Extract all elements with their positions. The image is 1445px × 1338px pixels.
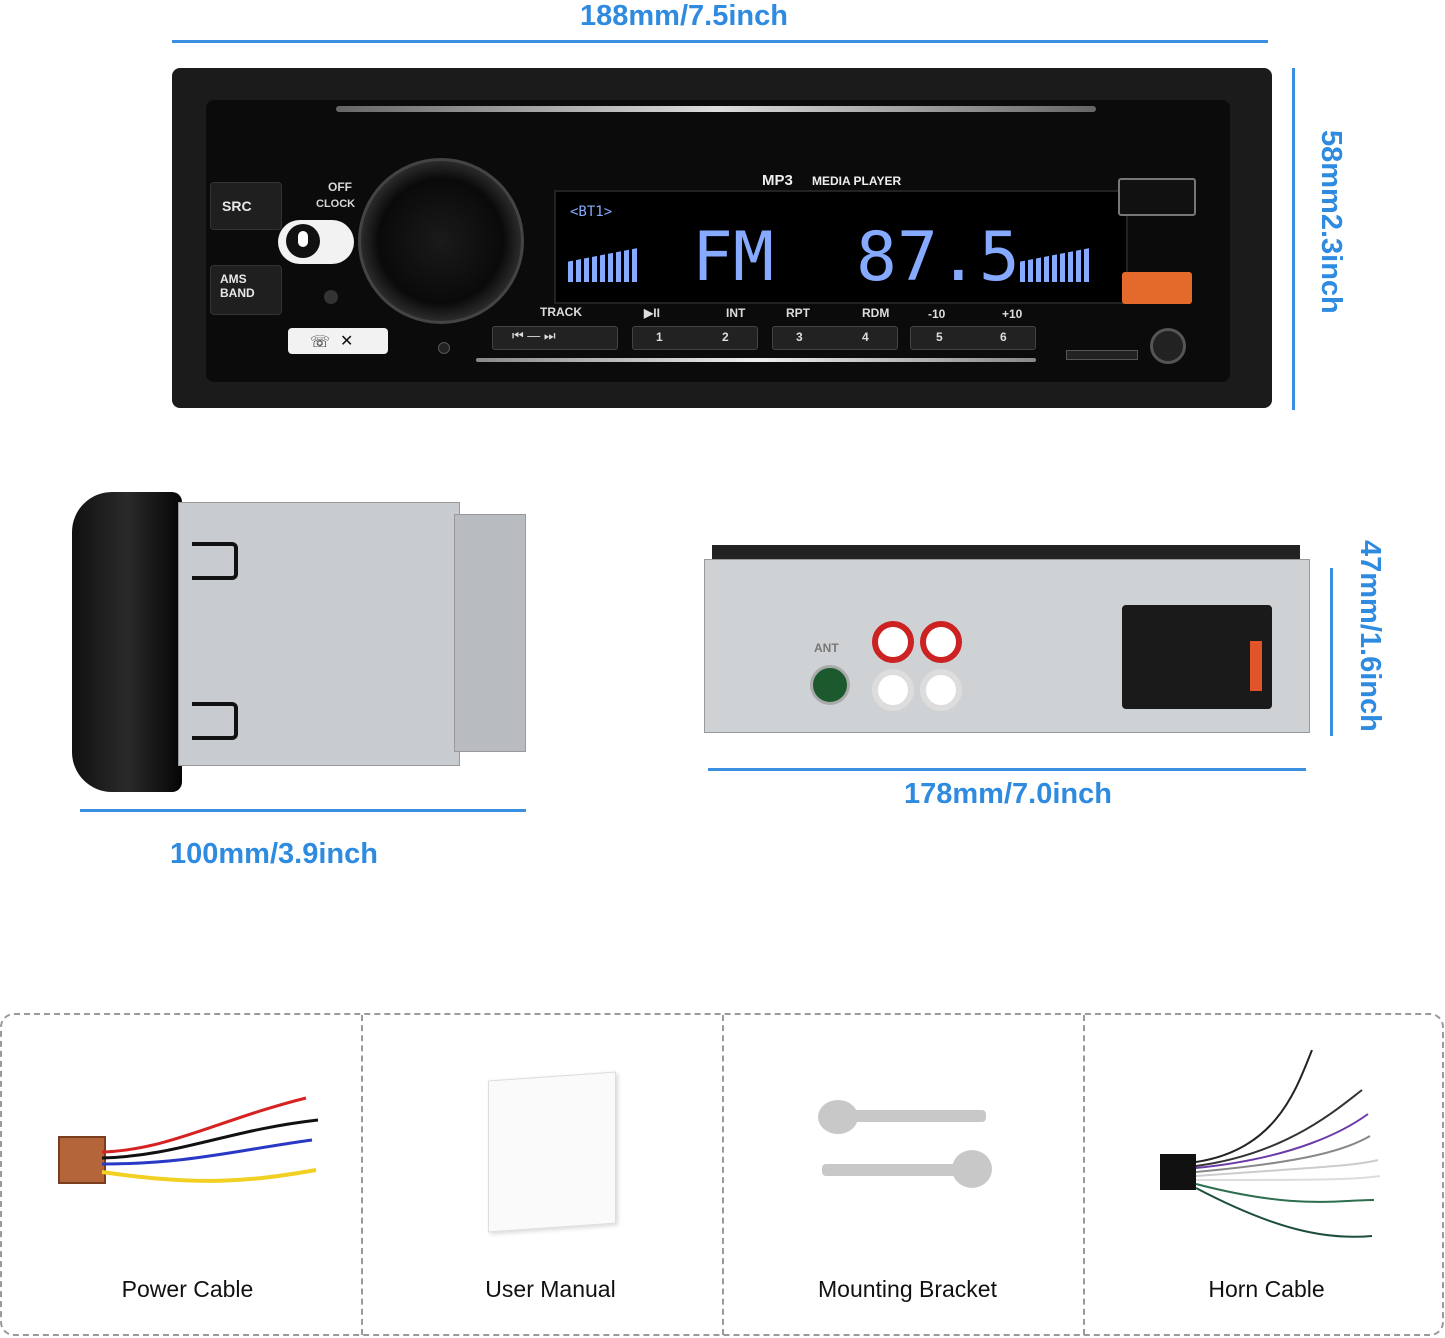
left-eq-bars <box>568 248 638 282</box>
bt-indicator: <BT1> <box>570 204 613 220</box>
sd-card-slot[interactable] <box>1066 350 1138 360</box>
media-player-label: MEDIA PLAYER <box>812 174 902 188</box>
preset-3-label: 3 <box>796 330 803 344</box>
horn-cable-label: Horn Cable <box>1208 1276 1325 1302</box>
preset-1-label: 1 <box>656 330 663 344</box>
rear-top-edge <box>712 545 1300 559</box>
side-slot-upper <box>192 542 238 580</box>
preset-2-label: 2 <box>722 330 729 344</box>
antenna-label: ANT <box>814 641 839 655</box>
preset-5-6-button[interactable] <box>910 326 1036 350</box>
rca-red-left <box>872 621 914 663</box>
prev-next-icon: ⏮ — ⏭ <box>512 328 556 343</box>
track-label: TRACK <box>540 305 582 319</box>
radio-faceplate: SRC AMS BAND OFF CLOCK ☏ ✕ MP3 MEDIA PLA… <box>206 100 1230 382</box>
ams-band-button[interactable] <box>210 265 282 315</box>
rca-red-right <box>920 621 962 663</box>
antenna-jack <box>810 665 850 705</box>
phone-icon: ☏ <box>310 334 331 351</box>
rpt-label: RPT <box>786 306 810 320</box>
power-cable-label: Power Cable <box>121 1276 254 1302</box>
rear-width-line <box>708 768 1306 771</box>
volume-knob[interactable] <box>358 158 524 324</box>
side-metal-cage <box>178 502 460 766</box>
usb-quick-charge-port[interactable] <box>1122 272 1192 304</box>
plus-10-label: +10 <box>1002 307 1023 321</box>
usb-port[interactable] <box>1118 178 1196 216</box>
radio-front-panel: SRC AMS BAND OFF CLOCK ☏ ✕ MP3 MEDIA PLA… <box>172 68 1272 408</box>
mounting-bracket-top <box>818 1100 986 1134</box>
off-label: OFF <box>328 180 352 194</box>
rear-height-line <box>1330 568 1333 736</box>
ams-label: AMS <box>220 272 247 286</box>
accessory-divider-1 <box>361 1015 363 1335</box>
side-rear-block <box>454 514 526 752</box>
mute-icon: ✕ <box>340 333 354 350</box>
band-label: BAND <box>220 286 255 300</box>
side-faceplate <box>72 492 182 792</box>
reset-hole[interactable] <box>438 342 450 354</box>
top-light-strip <box>336 106 1096 112</box>
fuse <box>1250 641 1262 691</box>
user-manual-label: User Manual <box>485 1276 616 1302</box>
preset-5-label: 5 <box>936 330 943 344</box>
minus-10-label: -10 <box>928 307 946 321</box>
side-depth-line <box>80 809 526 812</box>
side-view-chassis <box>72 484 526 796</box>
int-label: INT <box>726 306 746 320</box>
rear-height-label: 47mm/1.6inch <box>1354 540 1386 732</box>
frequency-display: 87.5 <box>856 218 1020 297</box>
accessory-divider-3 <box>1083 1015 1085 1335</box>
call-mute-button[interactable] <box>288 328 388 354</box>
rear-view-chassis: ANT <box>704 545 1310 735</box>
aux-jack[interactable] <box>1150 328 1186 364</box>
track-button[interactable] <box>492 326 618 350</box>
iso-connector <box>1122 605 1272 709</box>
front-height-label: 58mm2.3inch <box>1315 130 1347 314</box>
front-width-label: 188mm/7.5inch <box>580 0 788 32</box>
lcd-display: <BT1> FM 87.5 <box>554 190 1128 304</box>
src-button[interactable] <box>210 182 282 230</box>
power-cable-image <box>48 1090 328 1200</box>
rca-white-left <box>872 669 914 711</box>
mounting-bracket-bottom <box>822 1150 994 1190</box>
rca-white-right <box>920 669 962 711</box>
preset-4-label: 4 <box>862 330 869 344</box>
rdm-label: RDM <box>862 306 890 320</box>
src-label: SRC <box>222 198 252 214</box>
side-depth-label: 100mm/3.9inch <box>170 838 378 870</box>
preset-1-2-button[interactable] <box>632 326 758 350</box>
clock-label: CLOCK <box>316 198 356 210</box>
side-slot-lower <box>192 702 238 740</box>
rear-width-label: 178mm/7.0inch <box>904 778 1112 810</box>
accessories-panel <box>0 1013 1444 1336</box>
user-manual-image <box>488 1071 616 1233</box>
microphone-icon <box>286 224 320 258</box>
horn-cable-image <box>1156 1050 1386 1250</box>
play-pause-label: ▶II <box>644 306 660 320</box>
front-width-line <box>172 40 1268 43</box>
bottom-light-strip <box>476 358 1036 362</box>
front-height-line <box>1292 68 1295 410</box>
band-display: FM <box>692 218 774 297</box>
right-eq-bars <box>1020 248 1090 282</box>
preset-6-label: 6 <box>1000 330 1007 344</box>
ir-sensor <box>324 290 338 304</box>
preset-3-4-button[interactable] <box>772 326 898 350</box>
mounting-bracket-label: Mounting Bracket <box>818 1276 997 1302</box>
accessory-divider-2 <box>722 1015 724 1335</box>
mp3-logo: MP3 <box>762 172 793 189</box>
